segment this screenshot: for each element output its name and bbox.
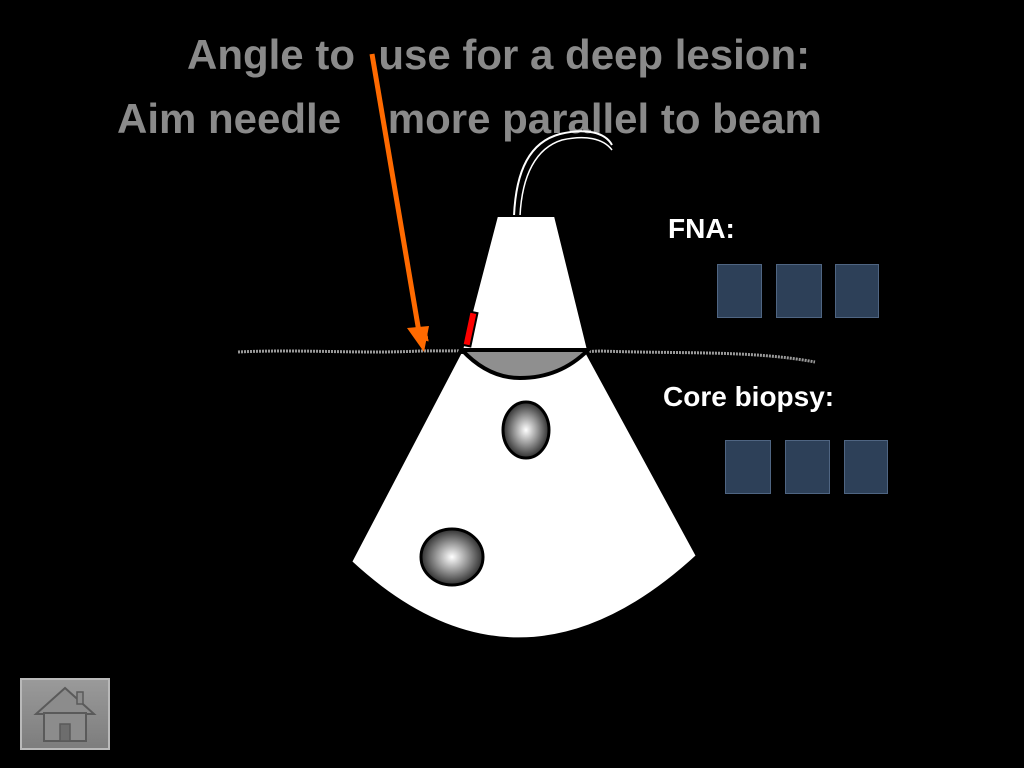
probe-body (460, 215, 590, 351)
core-biopsy-label: Core biopsy: (663, 381, 835, 412)
probe-cable (513, 130, 613, 217)
home-icon (33, 686, 97, 742)
core-biopsy-option-3[interactable] (844, 440, 888, 494)
fna-option-1[interactable] (717, 264, 762, 318)
fna-option-2[interactable] (776, 264, 822, 318)
fna-label: FNA: (668, 213, 735, 244)
beam-fan (347, 347, 701, 642)
probe-cable-2 (519, 137, 613, 217)
needle-arrow-head (407, 326, 429, 352)
lesion-superficial (501, 400, 551, 460)
transducer-face (457, 348, 593, 381)
home-button[interactable] (20, 678, 110, 750)
skin-line (237, 349, 816, 364)
fna-option-3[interactable] (835, 264, 879, 318)
slide-title-line-1: Angle to use for a deep lesion: (187, 31, 811, 78)
core-biopsy-option-2[interactable] (785, 440, 830, 494)
slide-title-line-2: Aim needle more parallel to beam (117, 95, 822, 142)
needle-arrow-icon (369, 53, 429, 342)
lesion-deep (419, 527, 485, 587)
core-biopsy-option-1[interactable] (725, 440, 771, 494)
needle-guide-icon (461, 310, 479, 348)
